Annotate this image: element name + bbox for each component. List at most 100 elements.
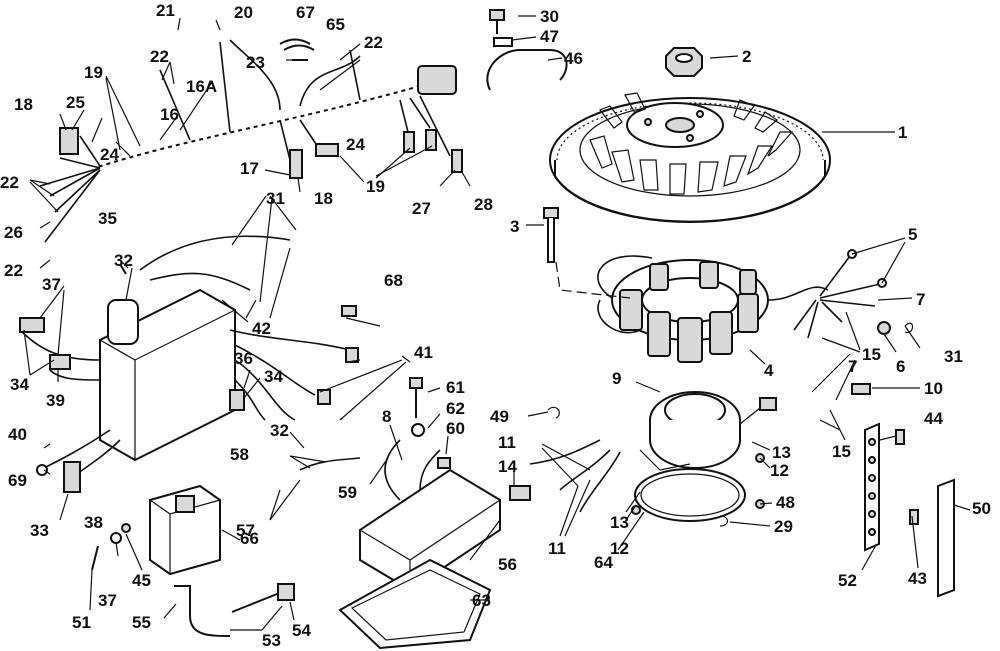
callout-13: 13 [772, 443, 791, 462]
gasket [338, 558, 492, 650]
callout-21: 21 [156, 1, 175, 20]
callout-30: 30 [540, 7, 559, 26]
stator-screw [543, 207, 559, 263]
callout-6: 6 [896, 357, 905, 376]
callout-27: 27 [412, 199, 431, 218]
callout-69: 69 [8, 471, 27, 490]
callout-37-lower: 37 [98, 591, 117, 610]
flywheel [549, 92, 831, 223]
callout-20: 20 [234, 3, 253, 22]
timer-base [639, 391, 777, 471]
callout-26: 26 [4, 223, 23, 242]
callout-64: 64 [594, 553, 613, 572]
callout-3: 3 [510, 217, 519, 236]
callout-11: 11 [498, 433, 516, 452]
ignition-coil [149, 484, 221, 576]
callout-22-top: 22 [150, 47, 169, 66]
callout-31-right: 31 [944, 347, 963, 366]
callout-58: 58 [230, 445, 249, 464]
callout-45: 45 [132, 571, 151, 590]
callout-24-right: 24 [346, 135, 365, 154]
callout-12: 12 [770, 461, 789, 480]
callout-5: 5 [908, 225, 917, 244]
wire-clip [486, 9, 568, 91]
callout-15-lower: 15 [832, 442, 851, 461]
callout-16: 16 [160, 105, 179, 124]
callout-19: 19 [84, 63, 103, 82]
spark-plug-boots [174, 583, 295, 637]
callout-31: 31 [266, 189, 285, 208]
callout-13-lower: 13 [610, 513, 629, 532]
callout-34: 34 [10, 375, 29, 394]
callout-50: 50 [972, 499, 991, 518]
callout-37: 37 [42, 275, 61, 294]
callout-41: 41 [414, 343, 433, 362]
rectifier [299, 439, 501, 592]
callout-14: 14 [498, 457, 517, 476]
callout-17: 17 [240, 159, 259, 178]
callout-61: 61 [446, 378, 465, 397]
callout-9: 9 [612, 369, 621, 388]
callout-35: 35 [98, 209, 117, 228]
callout-46: 46 [564, 49, 583, 68]
callout-62: 62 [446, 399, 465, 418]
callout-4: 4 [764, 361, 774, 380]
callout-34-right: 34 [264, 367, 283, 386]
callout-44: 44 [924, 409, 943, 428]
leader-lines [23, 15, 971, 631]
callout-53: 53 [262, 631, 281, 650]
callout-22-bottom: 22 [4, 261, 23, 280]
callout-12-lower: 12 [610, 539, 629, 558]
callout-19-lower: 19 [366, 177, 385, 196]
wire-harness [39, 39, 463, 243]
power-pack [19, 235, 359, 493]
callout-15: 15 [862, 345, 881, 364]
callout-49: 49 [490, 407, 509, 426]
callout-23: 23 [246, 53, 265, 72]
callout-43: 43 [908, 569, 927, 588]
callout-68: 68 [384, 271, 403, 290]
callout-28: 28 [474, 195, 493, 214]
callout-60: 60 [446, 419, 465, 438]
callout-52: 52 [838, 571, 857, 590]
stator-leads [793, 249, 887, 339]
callout-65: 65 [326, 15, 345, 34]
callout-66: 66 [240, 529, 259, 548]
callout-42: 42 [252, 319, 271, 338]
small-clips [279, 38, 315, 61]
callout-32: 32 [114, 251, 133, 270]
fasteners [36, 305, 451, 571]
callout-18-lower: 18 [314, 189, 333, 208]
callout-7: 7 [916, 290, 925, 309]
callout-39: 39 [46, 391, 65, 410]
stator-assembly [597, 255, 829, 363]
callout-63: 63 [472, 591, 491, 610]
callout-29: 29 [774, 517, 793, 536]
callout-51: 51 [72, 613, 91, 632]
callout-7-lower: 7 [848, 357, 857, 376]
callout-22-left: 22 [0, 173, 19, 192]
callout-36: 36 [234, 349, 253, 368]
callout-8: 8 [382, 407, 391, 426]
callout-40: 40 [8, 425, 27, 444]
callout-2: 2 [742, 47, 751, 66]
callout-59: 59 [338, 483, 357, 502]
flywheel-nut [665, 47, 703, 77]
callout-22-right: 22 [364, 33, 383, 52]
callout-57: 57 [236, 521, 255, 540]
callout-16a: 16A [186, 77, 217, 96]
callout-18: 18 [14, 95, 33, 114]
callout-54: 54 [292, 621, 311, 640]
callout-1: 1 [898, 123, 907, 142]
callout-32-lower: 32 [270, 421, 289, 440]
callout-67: 67 [296, 3, 315, 22]
alignment-line [555, 261, 631, 299]
callout-56: 56 [498, 555, 517, 574]
callout-33: 33 [30, 521, 49, 540]
terminal-block [864, 422, 880, 552]
callout-11-lower: 11 [548, 539, 566, 558]
terminal-cover [937, 478, 955, 598]
callout-10: 10 [924, 379, 943, 398]
retaining-ring [634, 468, 746, 522]
